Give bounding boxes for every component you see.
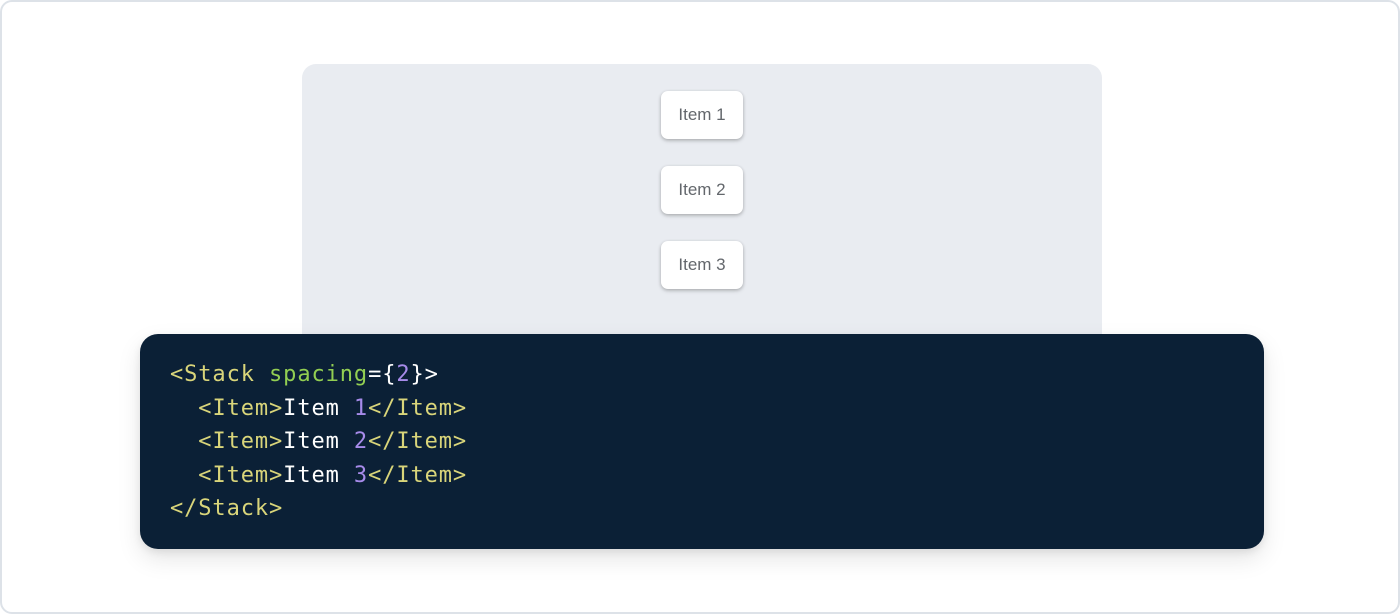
code-line: <Stack spacing={2}> bbox=[170, 362, 439, 387]
code-token bbox=[170, 463, 198, 488]
code-token: <Stack bbox=[170, 362, 255, 387]
code-token: 1 bbox=[353, 395, 369, 421]
code-line: </Stack> bbox=[170, 496, 283, 521]
code-token: Item bbox=[283, 429, 354, 454]
code-token: </Item> bbox=[368, 395, 468, 421]
code-token: <Item> bbox=[198, 462, 284, 488]
code-token: </Stack> bbox=[170, 496, 284, 521]
code-token: 2 bbox=[396, 362, 411, 387]
code-line: <Item>Item 2</Item> bbox=[170, 429, 467, 454]
code-block: <Stack spacing={2}> <Item>Item 1</Item> … bbox=[140, 334, 1264, 549]
code-token: 2 bbox=[353, 429, 369, 454]
code-token: <Item> bbox=[198, 429, 284, 454]
code-token bbox=[170, 396, 198, 421]
code-token: ={ bbox=[368, 362, 397, 387]
code-line: <Item>Item 1</Item> bbox=[170, 396, 467, 421]
stack-item-label: Item 3 bbox=[678, 255, 726, 274]
code-token bbox=[255, 362, 269, 387]
code-token: </Item> bbox=[368, 429, 468, 454]
stack-item: Item 1 bbox=[661, 91, 743, 139]
stack-item: Item 2 bbox=[661, 166, 743, 214]
code-token: }> bbox=[410, 362, 439, 387]
code-token: 3 bbox=[353, 462, 369, 488]
code-token bbox=[170, 429, 198, 454]
stack-item: Item 3 bbox=[661, 241, 743, 289]
code-token: Item bbox=[283, 462, 354, 488]
code-line: <Item>Item 3</Item> bbox=[170, 463, 467, 488]
stack-item-label: Item 1 bbox=[678, 105, 726, 124]
code-token: spacing bbox=[269, 362, 369, 387]
code-token: Item bbox=[283, 395, 354, 421]
code-token: </Item> bbox=[368, 462, 468, 488]
code-token: <Item> bbox=[198, 395, 284, 421]
stack-item-label: Item 2 bbox=[678, 180, 726, 199]
